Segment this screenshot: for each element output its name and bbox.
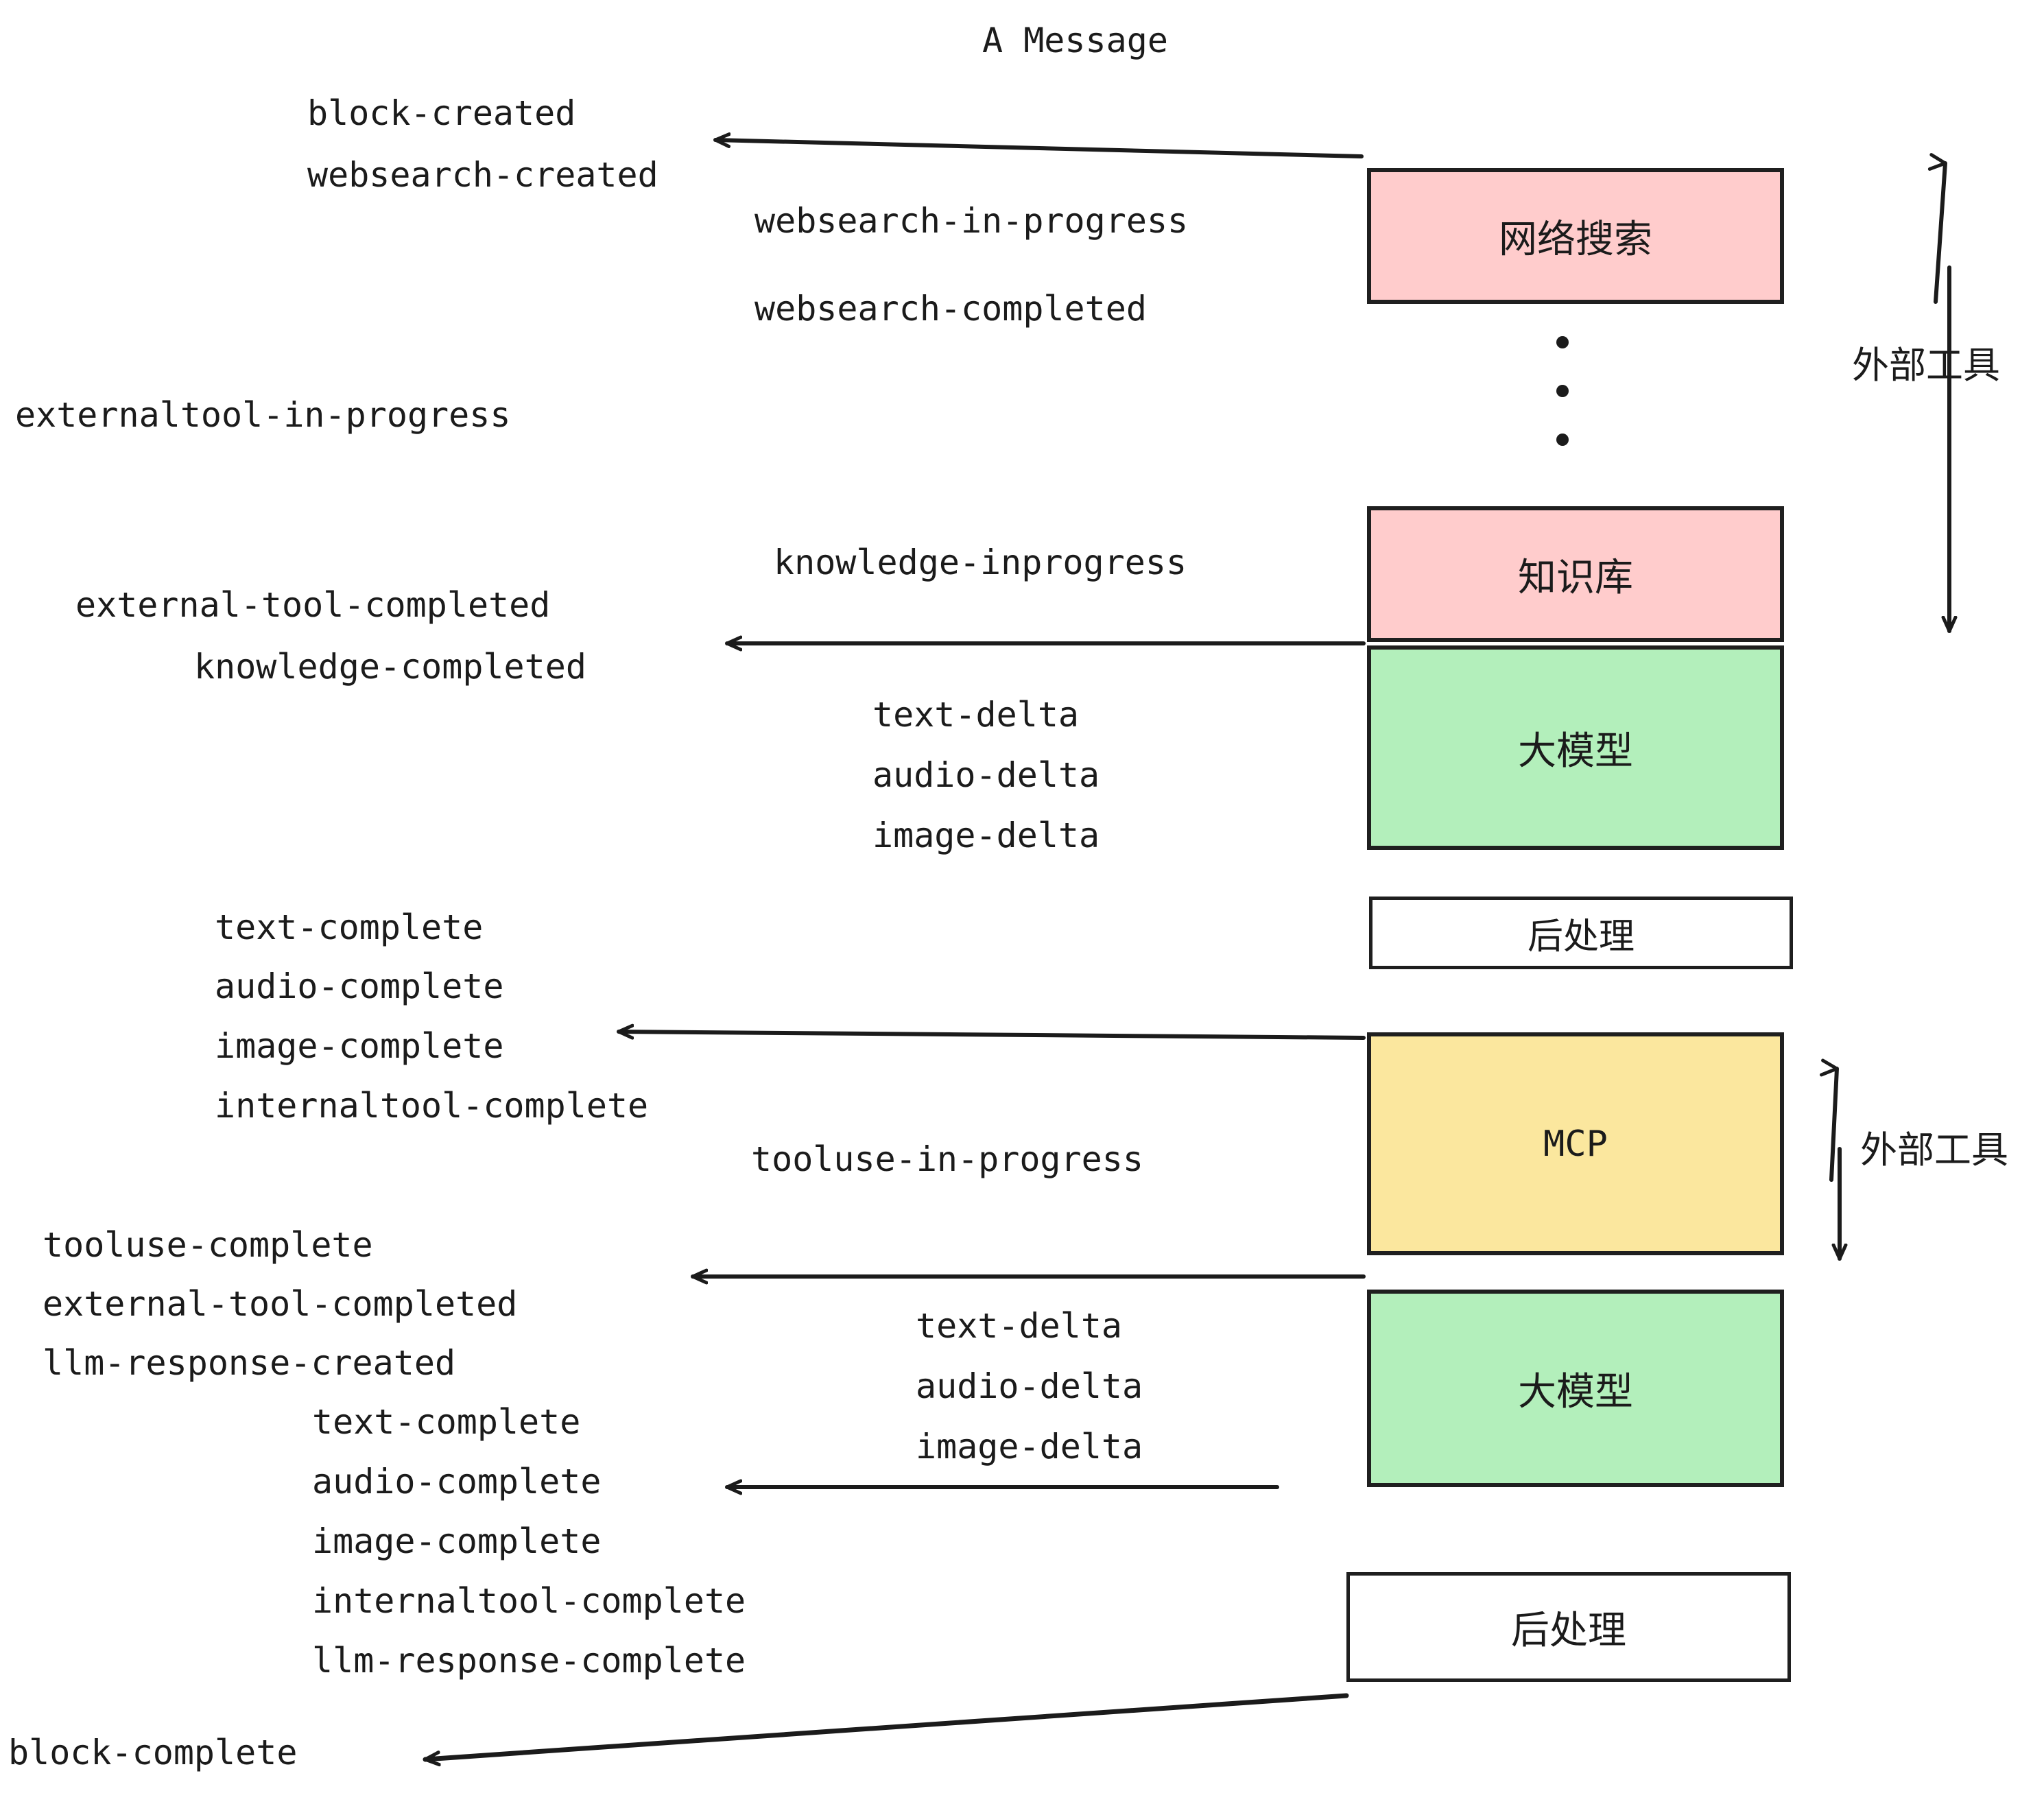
node-llm-2[interactable]: 大模型 [1367, 1290, 1784, 1487]
node-llm-2-label: 大模型 [1518, 1369, 1633, 1414]
external-tools-arrow-up-bottom [1820, 1058, 1839, 1182]
event-image-delta-2: image-delta [916, 1427, 1143, 1467]
arrow-block-complete [423, 1693, 1349, 1759]
event-websearch-created: websearch-created [307, 155, 658, 195]
event-external-tool-completed-1: external-tool-completed [75, 585, 551, 625]
node-mcp-label: MCP [1543, 1123, 1608, 1165]
event-text-complete-2: text-complete [312, 1402, 581, 1442]
event-text-delta-1: text-delta [872, 695, 1080, 735]
node-postprocess-2[interactable]: 后处理 [1346, 1572, 1791, 1682]
event-websearch-in-progress: websearch-in-progress [754, 201, 1189, 241]
external-tools-label-top: 外部工具 [1852, 344, 2000, 387]
event-tooluse-complete: tooluse-complete [43, 1225, 373, 1265]
event-audio-delta-2: audio-delta [916, 1366, 1143, 1406]
event-image-delta-1: image-delta [872, 816, 1100, 855]
node-knowledge[interactable]: 知识库 [1367, 506, 1784, 642]
event-image-complete-2: image-complete [312, 1521, 602, 1561]
event-internaltool-complete-2: internaltool-complete [312, 1581, 746, 1621]
node-websearch[interactable]: 网络搜索 [1367, 168, 1784, 304]
arrow-image-complete [617, 1032, 1366, 1040]
event-llm-response-complete: llm-response-complete [312, 1641, 746, 1681]
event-llm-response-created: llm-response-created [43, 1343, 456, 1383]
event-external-tool-completed-2: external-tool-completed [43, 1284, 518, 1324]
event-knowledge-completed: knowledge-completed [194, 647, 586, 687]
event-block-complete: block-complete [8, 1733, 298, 1772]
event-text-complete-1: text-complete [215, 907, 484, 947]
event-tooluse-in-progress: tooluse-in-progress [751, 1139, 1143, 1179]
node-postprocess-2-label: 后处理 [1511, 1608, 1626, 1653]
event-knowledge-inprogress: knowledge-inprogress [774, 543, 1187, 582]
diagram-title: A Message [982, 21, 1168, 60]
node-postprocess-1[interactable]: 后处理 [1369, 897, 1793, 969]
event-text-delta-2: text-delta [916, 1306, 1123, 1346]
node-postprocess-1-label: 后处理 [1527, 916, 1635, 958]
event-image-complete-1: image-complete [215, 1026, 504, 1066]
node-knowledge-label: 知识库 [1518, 555, 1633, 600]
node-websearch-label: 网络搜索 [1499, 217, 1652, 262]
external-tools-arrow-up-top [1927, 153, 1947, 304]
external-tools-label-bottom: 外部工具 [1860, 1128, 2008, 1172]
arrow-block-created [713, 140, 1364, 158]
node-llm-1-label: 大模型 [1518, 728, 1633, 774]
event-audio-delta-1: audio-delta [872, 755, 1100, 795]
node-llm-1[interactable]: 大模型 [1367, 645, 1784, 850]
event-internaltool-complete-1: internaltool-complete [215, 1086, 649, 1126]
event-audio-complete-1: audio-complete [215, 966, 504, 1006]
event-externaltool-in-progress: externaltool-in-progress [15, 395, 511, 435]
event-audio-complete-2: audio-complete [312, 1462, 602, 1502]
ellipsis-dots [1556, 336, 1569, 446]
event-websearch-completed: websearch-completed [754, 289, 1147, 329]
event-block-created: block-created [307, 93, 576, 133]
node-mcp[interactable]: MCP [1367, 1032, 1784, 1255]
